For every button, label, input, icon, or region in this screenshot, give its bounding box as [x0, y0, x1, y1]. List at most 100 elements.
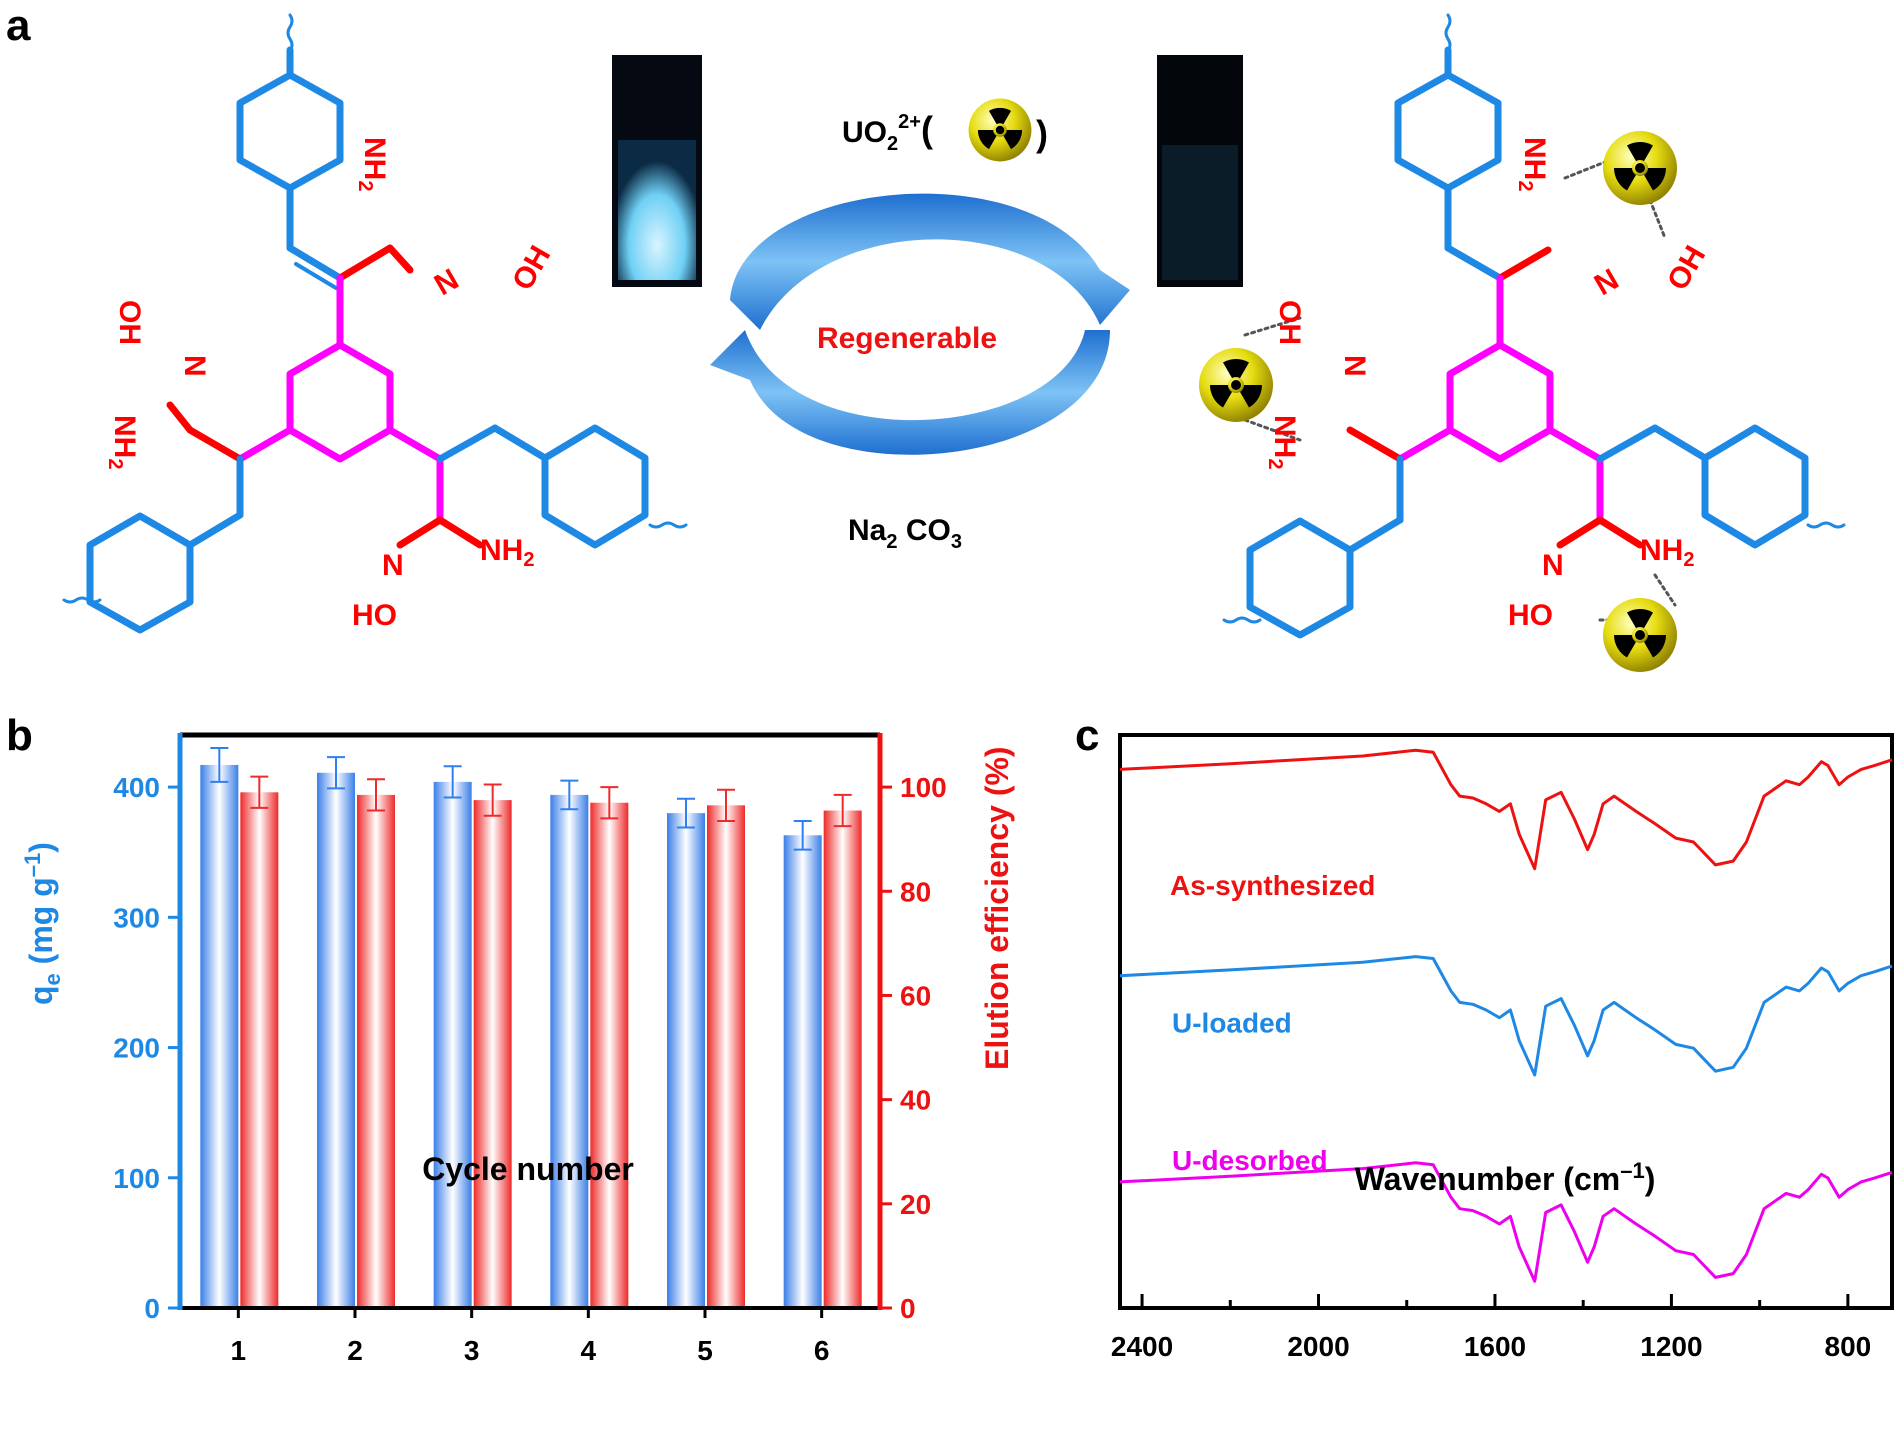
label-oh: OH — [1273, 300, 1306, 345]
panel-letter-c: c — [1075, 711, 1099, 760]
bar-elution-cycle-4 — [590, 802, 629, 1308]
uranyl-label: UO22+( — [842, 109, 933, 155]
x-tick-label: 1200 — [1640, 1331, 1702, 1362]
y-tick-label-right: 80 — [900, 876, 931, 907]
uranium-icon — [968, 98, 1032, 162]
label-ho: HO — [1508, 599, 1553, 632]
uranium-icon — [1603, 131, 1677, 205]
bar-qe-cycle-1 — [200, 764, 239, 1308]
error-bar — [717, 788, 735, 822]
label-n: N — [1338, 355, 1371, 377]
label-n: N — [382, 549, 404, 582]
central-ring — [286, 341, 394, 463]
x-tick-label: 6 — [814, 1335, 830, 1366]
y-tick-label-left: 300 — [113, 902, 160, 933]
bar-qe-cycle-3 — [433, 781, 472, 1308]
vial-quenched — [1157, 55, 1243, 287]
phenyl-ring — [541, 424, 649, 549]
phenyl-ring — [1246, 517, 1354, 639]
bar-qe-cycle-5 — [667, 813, 705, 1308]
spectrum-u-desorbed — [1119, 1161, 1893, 1283]
panel-letter-a: a — [6, 1, 31, 50]
y-tick-label-left: 0 — [144, 1293, 160, 1324]
y-tick-label-right: 0 — [900, 1293, 916, 1324]
label-n: N — [178, 355, 211, 377]
y-tick-label-right: 40 — [900, 1085, 931, 1116]
error-bar — [250, 775, 269, 809]
y-tick-label-left: 400 — [113, 772, 160, 803]
plot-frame — [1118, 733, 1894, 1310]
regeneration-cycle: Regenerable UO22+( ) Na2 CO3 — [710, 98, 1130, 553]
molecule-loaded — [1222, 13, 1846, 639]
label-nh2: NH2 — [480, 534, 534, 571]
x-tick-label: 800 — [1825, 1331, 1872, 1362]
phenyl-ring — [1394, 71, 1502, 192]
central-ring — [1446, 341, 1554, 463]
error-bar — [677, 797, 695, 829]
cycle-arrow-reverse — [710, 330, 1110, 455]
y-axis-label-right: Elution efficiency (%) — [979, 746, 1015, 1070]
error-bar — [483, 783, 502, 817]
bar-elution-cycle-5 — [707, 805, 745, 1308]
x-tick-label: 3 — [464, 1335, 480, 1366]
label-ho: HO — [352, 599, 397, 632]
panel-letter-b: b — [6, 711, 33, 760]
error-bar — [833, 793, 852, 828]
x-axis-label: Wavenumber (cm–1) — [1355, 1158, 1656, 1197]
label-nh2: NH2 — [354, 137, 391, 191]
bar-elution-cycle-3 — [473, 800, 512, 1308]
bar-qe-cycle-2 — [317, 772, 355, 1308]
y-tick-label-right: 20 — [900, 1189, 931, 1220]
uranium-icon — [1199, 348, 1273, 422]
label-nh2: NH2 — [104, 415, 141, 469]
x-tick-label: 1 — [231, 1335, 247, 1366]
series-label: As-synthesized — [1170, 870, 1375, 901]
x-tick-label: 1600 — [1464, 1331, 1526, 1362]
label-oh: OH — [1661, 240, 1712, 295]
molecule-loaded-labels: NH2 N OH OH N NH2 N NH2 HO — [1264, 137, 1712, 632]
regenerable-label: Regenerable — [817, 322, 997, 355]
wavy-bond — [286, 13, 294, 53]
error-bar — [793, 819, 812, 851]
series-label: U-loaded — [1172, 1007, 1292, 1038]
molecule-free — [62, 13, 688, 634]
wavy-bond — [648, 521, 688, 529]
error-bar — [600, 786, 619, 820]
phenyl-ring — [1701, 424, 1809, 549]
x-axis-label: Cycle number — [422, 1151, 634, 1187]
label-oh: OH — [113, 300, 146, 345]
spectrum-u-loaded — [1119, 955, 1893, 1077]
bar-qe-cycle-6 — [783, 835, 822, 1308]
y-tick-label-right: 60 — [900, 980, 931, 1011]
label-nh2: NH2 — [1264, 415, 1301, 469]
error-bar — [367, 778, 385, 812]
y-tick-label-right: 100 — [900, 772, 947, 803]
label-oh: OH — [506, 240, 557, 295]
molecule-free-labels: NH2 N OH OH N NH2 N NH2 HO — [104, 137, 557, 632]
error-bar — [443, 765, 462, 799]
y-axis-label-left: qe (mg g–1) — [20, 842, 65, 1005]
phenyl-ring — [86, 512, 194, 634]
bar-elution-cycle-1 — [240, 792, 279, 1308]
error-bar — [560, 779, 579, 811]
vial-fluorescent — [612, 55, 702, 287]
x-tick-label: 2000 — [1287, 1331, 1349, 1362]
label-n: N — [1589, 263, 1624, 302]
bar-elution-cycle-2 — [357, 794, 395, 1308]
spectrum-as-synthesized — [1119, 748, 1893, 871]
bar-qe-cycle-4 — [550, 794, 589, 1308]
y-tick-label-left: 100 — [113, 1163, 160, 1194]
error-bar — [327, 756, 345, 790]
x-tick-label: 2 — [347, 1335, 363, 1366]
cycle-arrow-forward — [730, 193, 1130, 330]
reagent-label: Na2 CO3 — [848, 514, 962, 553]
series-label: U-desorbed — [1172, 1145, 1328, 1176]
uranium-icon — [1603, 598, 1677, 672]
label-n: N — [1542, 549, 1564, 582]
y-tick-label-left: 200 — [113, 1033, 160, 1064]
